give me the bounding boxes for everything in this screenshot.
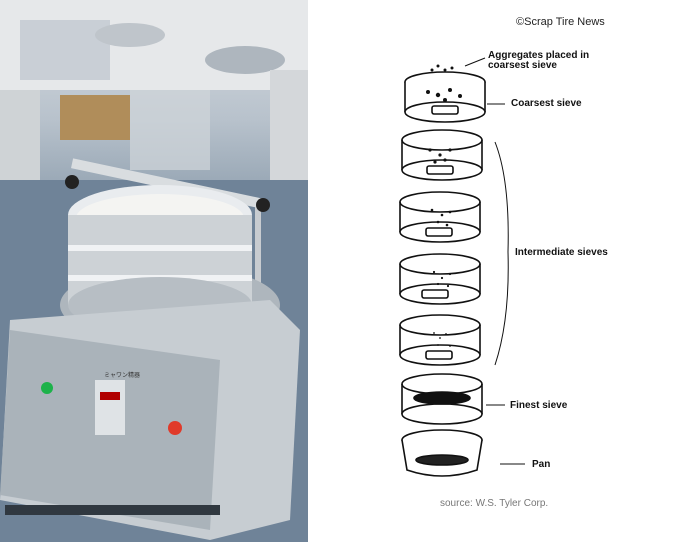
label-aggregates-line2: coarsest sieve [488,60,557,71]
label-coarsest-sieve: Coarsest sieve [511,98,582,109]
sieve-shaker-photo: ミャワン精器 [0,0,308,542]
source-credit: source: W.S. Tyler Corp. [440,498,549,509]
panel-label: ミャワン精器 [104,371,140,379]
copyright-text: ©Scrap Tire News [516,16,605,28]
label-intermediate-sieves: Intermediate sieves [515,247,608,258]
sieve-stack-drawing [399,57,525,477]
label-aggregates: Aggregates placed in [488,50,590,61]
label-finest-sieve: Finest sieve [510,400,568,411]
label-pan: Pan [532,459,551,470]
sieve-stack-diagram: Aggregates placed in coarsest sieve Coar… [310,0,700,542]
sieve-shaker-illustration: ミャワン精器 [0,0,308,542]
